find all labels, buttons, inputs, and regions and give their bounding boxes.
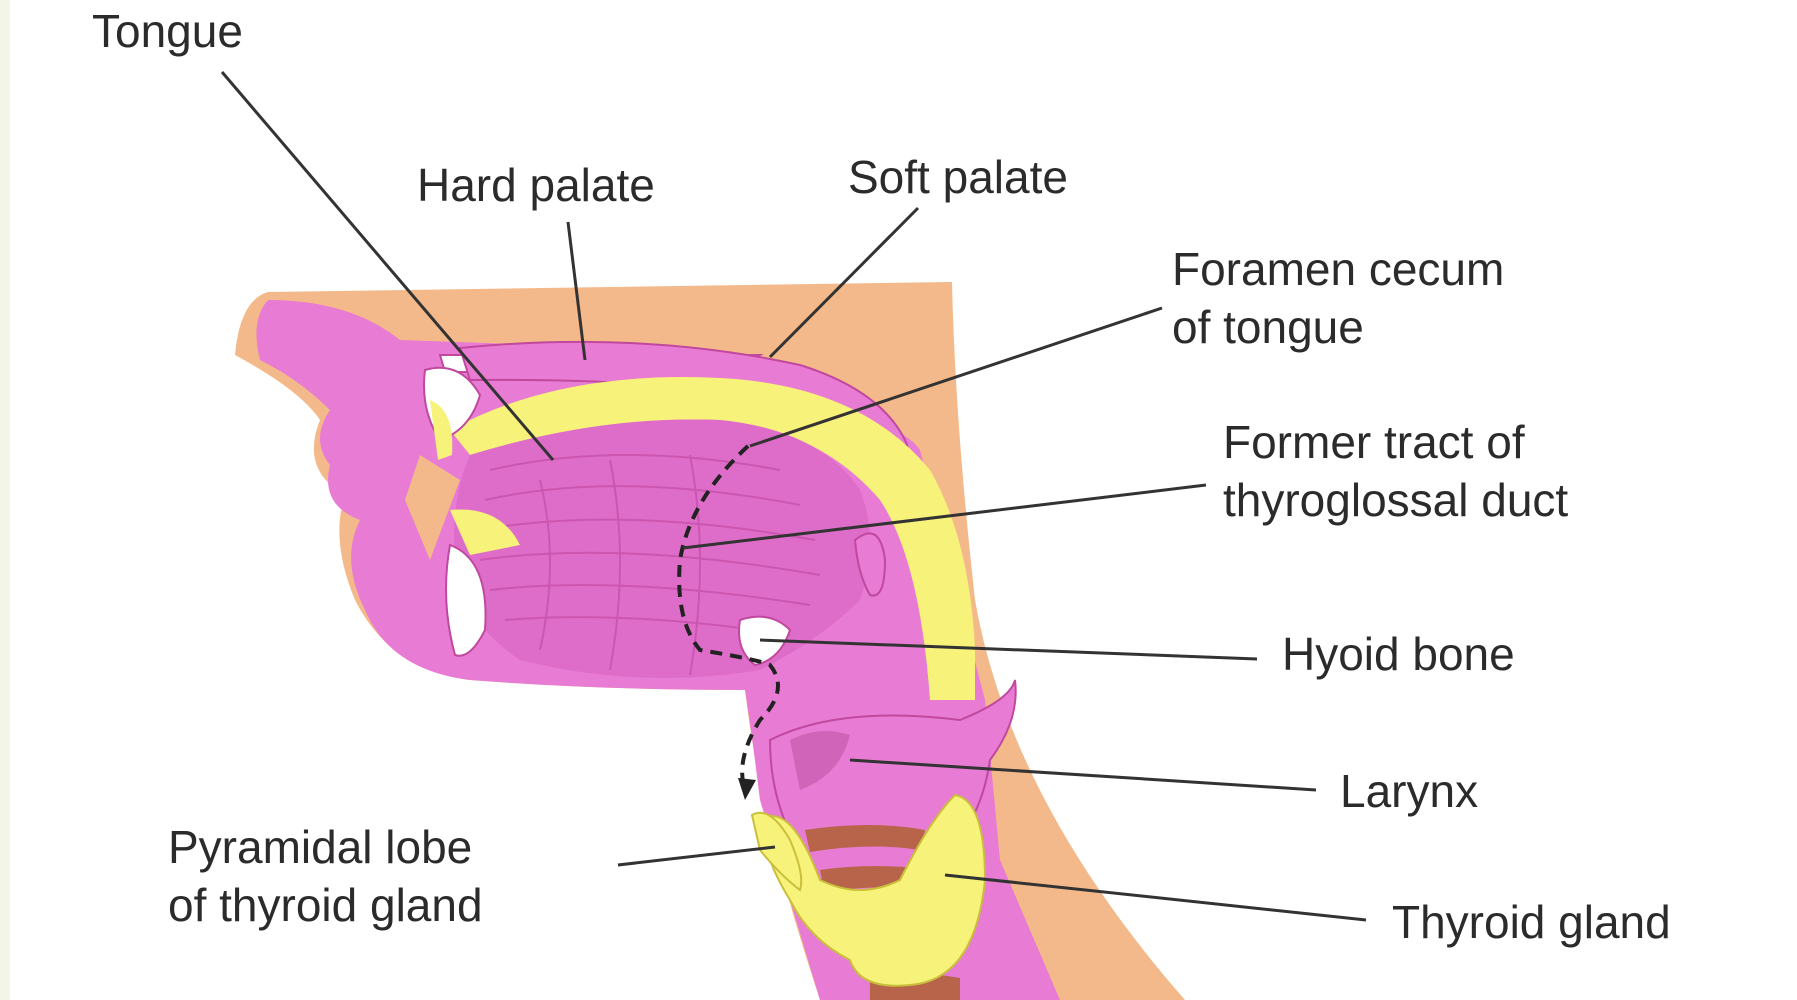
label-tongue-text: Tongue <box>92 2 243 60</box>
label-thyroid-gland-text: Thyroid gland <box>1392 893 1671 951</box>
label-hard-palate: Hard palate <box>417 156 655 214</box>
label-former-tract: Former tract of thyroglossal duct <box>1223 413 1568 529</box>
label-former-tract-line2: thyroglossal duct <box>1223 471 1568 529</box>
label-pyramidal-lobe-line1: Pyramidal lobe <box>168 818 483 876</box>
label-tongue: Tongue <box>92 2 243 60</box>
label-larynx: Larynx <box>1340 762 1478 820</box>
label-former-tract-line1: Former tract of <box>1223 413 1568 471</box>
leader-pyramidal-lobe <box>618 847 775 865</box>
label-pyramidal-lobe: Pyramidal lobe of thyroid gland <box>168 818 483 934</box>
label-foramen-cecum: Foramen cecum of tongue <box>1172 240 1504 356</box>
label-hard-palate-text: Hard palate <box>417 156 655 214</box>
tract-arrowhead <box>738 778 756 800</box>
label-hyoid-bone: Hyoid bone <box>1282 625 1515 683</box>
label-hyoid-bone-text: Hyoid bone <box>1282 625 1515 683</box>
label-larynx-text: Larynx <box>1340 762 1478 820</box>
tongue-muscle <box>454 419 870 678</box>
label-soft-palate-text: Soft palate <box>848 148 1068 206</box>
label-foramen-cecum-line1: Foramen cecum <box>1172 240 1504 298</box>
label-foramen-cecum-line2: of tongue <box>1172 298 1504 356</box>
left-border <box>0 0 10 1000</box>
label-thyroid-gland: Thyroid gland <box>1392 893 1671 951</box>
label-soft-palate: Soft palate <box>848 148 1068 206</box>
label-pyramidal-lobe-line2: of thyroid gland <box>168 876 483 934</box>
